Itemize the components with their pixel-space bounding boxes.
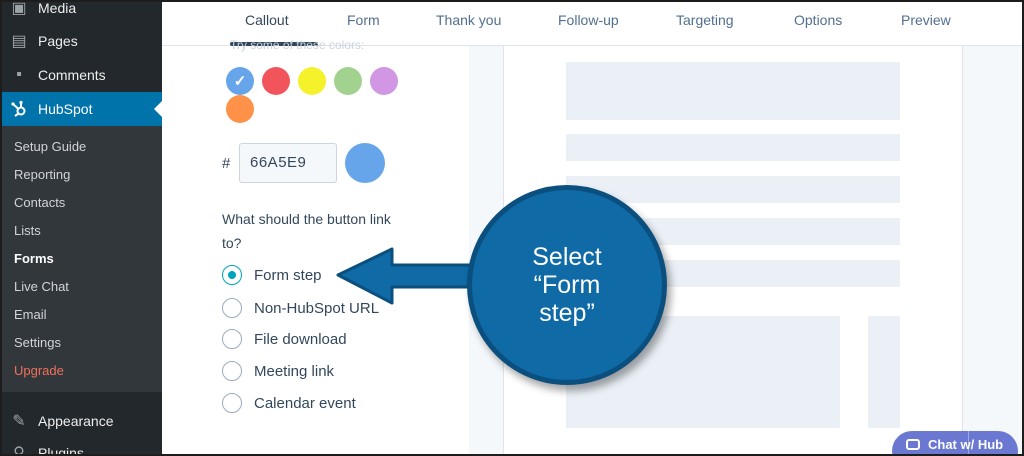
tab-form[interactable]: Form (347, 12, 380, 28)
hex-hash-label: # (222, 155, 231, 172)
menu-item-label: Media (38, 0, 77, 16)
tab-targeting[interactable]: Targeting (676, 12, 734, 28)
radio-button[interactable] (222, 329, 242, 349)
hubspot-submenu: Setup Guide Reporting Contacts Lists For… (0, 126, 162, 392)
menu-item-pages[interactable]: ▤ Pages (0, 24, 162, 58)
color-swatch-green[interactable] (334, 67, 362, 95)
color-preview-circle[interactable] (345, 143, 385, 183)
preview-placeholder-line (566, 176, 900, 203)
radio-option-calendar-event[interactable]: Calendar event (222, 391, 356, 415)
pages-icon: ▤ (11, 33, 27, 50)
radio-option-form-step[interactable]: Form step (222, 263, 322, 287)
tab-options[interactable]: Options (794, 12, 843, 28)
menu-item-label: Pages (38, 33, 78, 49)
submenu-email[interactable]: Email (14, 307, 47, 322)
menu-item-media[interactable]: ▣ Media (0, 0, 162, 25)
radio-option-meeting-link[interactable]: Meeting link (222, 359, 334, 383)
callout-text: Select “Form step” (497, 243, 637, 327)
preview-background (963, 46, 1024, 456)
chat-widget-divider (968, 431, 969, 456)
color-swatch-orange[interactable] (226, 95, 254, 123)
menu-item-label: HubSpot (38, 101, 93, 117)
radio-option-non-hubspot-url[interactable]: Non-HubSpot URL (222, 296, 379, 320)
radio-button[interactable] (222, 298, 242, 318)
submenu-contacts[interactable]: Contacts (14, 195, 66, 210)
tab-thank-you[interactable]: Thank you (436, 12, 502, 28)
appearance-icon: ✎ (12, 413, 26, 430)
annotation-arrow-icon (336, 247, 482, 305)
radio-label: File download (254, 330, 347, 348)
radio-label: Meeting link (254, 362, 335, 380)
menu-item-appearance[interactable]: ✎ Appearance (0, 404, 162, 438)
chat-widget-button[interactable]: Chat w/ Hub (892, 431, 1018, 456)
tab-callout[interactable]: Callout (245, 12, 289, 28)
preview-placeholder-block (566, 62, 900, 120)
submenu-upgrade[interactable]: Upgrade (14, 363, 64, 378)
submenu-forms[interactable]: Forms (14, 251, 54, 266)
radio-button[interactable] (222, 361, 242, 381)
menu-item-hubspot[interactable]: HubSpot (0, 92, 162, 126)
radio-option-file-download[interactable]: File download (222, 327, 347, 351)
chat-widget-label: Chat w/ Hub (928, 436, 1004, 452)
submenu-live-chat[interactable]: Live Chat (14, 279, 69, 294)
menu-item-label: Appearance (38, 413, 114, 429)
checkmark-icon: ✓ (233, 73, 247, 90)
hex-color-input[interactable]: 66A5E9 (239, 143, 337, 183)
comments-icon: ▪ (16, 66, 22, 83)
color-swatch-red[interactable] (262, 67, 290, 95)
editor-tab-bar: Callout Form Thank you Follow-up Targeti… (162, 0, 1024, 46)
submenu-lists[interactable]: Lists (14, 223, 41, 238)
color-swatch-yellow[interactable] (298, 67, 326, 95)
radio-label: Calendar event (254, 394, 356, 412)
submenu-reporting[interactable]: Reporting (14, 167, 71, 182)
menu-item-comments[interactable]: ▪ Comments (0, 58, 162, 92)
radio-button-checked[interactable] (222, 265, 242, 285)
button-link-question: What should the button link to? (222, 211, 391, 251)
callout-settings-panel (162, 46, 469, 456)
tab-follow-up[interactable]: Follow-up (558, 12, 619, 28)
submenu-settings[interactable]: Settings (14, 335, 61, 350)
hubspot-sprocket-icon (0, 100, 38, 118)
wp-admin-sidebar: ▣ Media ▤ Pages ▪ Comments HubSpot Setup… (0, 0, 162, 456)
radio-label: Non-HubSpot URL (254, 299, 380, 317)
radio-label: Form step (254, 266, 322, 284)
color-swatch-blue[interactable]: ✓ (226, 67, 254, 95)
preview-placeholder-line (566, 134, 900, 161)
callout-line: “Form (533, 271, 601, 299)
callout-line: step” (539, 299, 595, 327)
media-icon: ▣ (11, 0, 27, 17)
submenu-setup-guide[interactable]: Setup Guide (14, 139, 87, 154)
instruction-callout-bubble: Select “Form step” (467, 185, 667, 385)
active-tab-indicator (230, 42, 318, 46)
menu-item-plugins[interactable]: ⚲ Plugins (0, 436, 162, 456)
callout-line: Select (532, 243, 602, 271)
menu-item-label: Comments (38, 67, 106, 83)
plugins-icon: ⚲ (13, 445, 25, 456)
menu-item-label: Plugins (38, 445, 84, 456)
color-suggestion-label: Try some of these colors: (230, 38, 365, 52)
preview-placeholder-sidebar (868, 316, 900, 428)
chat-bubble-icon (906, 438, 920, 450)
radio-button[interactable] (222, 393, 242, 413)
color-swatch-purple[interactable] (370, 67, 398, 95)
tab-preview[interactable]: Preview (901, 12, 951, 28)
